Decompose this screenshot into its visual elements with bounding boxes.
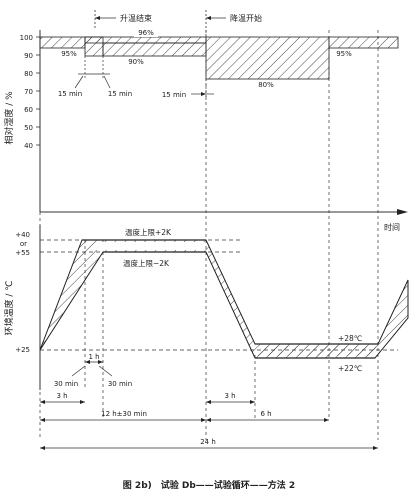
label-30min-a: 30 min: [54, 380, 78, 388]
time-axis-label: 时间: [384, 222, 400, 232]
temp-tick-40: +40: [15, 231, 30, 239]
marker-fall-start: 降温开始: [230, 13, 262, 23]
humidity-axis-label: 相对湿度 / %: [3, 91, 15, 145]
humidity-band-mid-90: [102, 42, 207, 57]
humidity-tick-70: 70: [24, 88, 33, 96]
temp-tick-55: +55: [15, 249, 30, 257]
humidity-label-95-right: 95%: [336, 50, 352, 58]
temperature-panel: 环境温度 / ℃ +40 or +55 +25 温度上限+2K 温度上限−: [3, 30, 409, 440]
humidity-tick-60: 60: [24, 106, 33, 114]
temp-tick-25: +25: [15, 346, 30, 354]
temperature-axis-label: 环境温度 / ℃: [3, 281, 15, 336]
figure-caption: 图 2b) 试验 Db——试验循环——方法 2: [123, 479, 295, 491]
humidity-label-80: 80%: [258, 81, 274, 89]
lower-limit-plus: +28℃: [338, 334, 362, 343]
humidity-tick-90: 90: [24, 52, 33, 60]
humidity-band-left-95: [39, 36, 86, 49]
humidity-label-95-left: 95%: [61, 50, 77, 58]
humidity-tick-50: 50: [24, 124, 33, 132]
humidity-tick-40: 40: [24, 142, 33, 150]
label-15min-right: 15 min: [162, 91, 186, 99]
humidity-tick-80: 80: [24, 70, 33, 78]
upper-limit-plus: 温度上限+2K: [125, 227, 172, 237]
duration-dimensions: [40, 400, 378, 450]
upper-limit-minus: 温度上限−2K: [123, 258, 170, 268]
humidity-band-dip-90: [84, 36, 104, 57]
temp-tick-or: or: [20, 240, 27, 248]
label-3h-right: 3 h: [224, 392, 235, 400]
humidity-band-right-95: [328, 36, 399, 49]
humidity-band-low-80: [205, 36, 330, 80]
humidity-tick-100: 100: [20, 34, 33, 42]
humidity-panel: 相对湿度 / % 100 90 80 70 60 50 40 时间 95% 96…: [3, 10, 408, 232]
label-12h: 12 h±30 min: [101, 410, 147, 418]
label-24h: 24 h: [200, 438, 216, 446]
humidity-label-96: 96%: [138, 29, 154, 37]
label-15min-left-b: 15 min: [108, 90, 132, 98]
humidity-label-90: 90%: [128, 58, 144, 66]
lower-limit-minus: +22℃: [338, 364, 362, 373]
label-1h-ramp: 1 h: [88, 353, 99, 361]
label-30min-b: 30 min: [108, 380, 132, 388]
marker-rise-end: 升温结束: [120, 13, 152, 23]
label-3h-left: 3 h: [56, 392, 67, 400]
time-axis-arrow: [397, 209, 408, 215]
label-6h: 6 h: [260, 410, 271, 418]
label-15min-left-a: 15 min: [58, 90, 82, 98]
